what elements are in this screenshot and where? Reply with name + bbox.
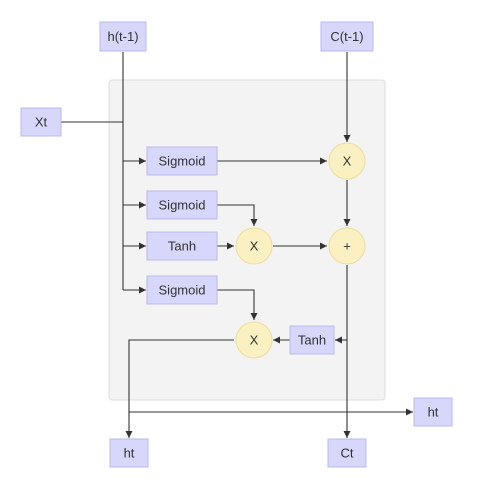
op-output-mul: X — [235, 321, 273, 359]
node-output-sigmoid: Sigmoid — [146, 275, 218, 305]
edge-outmul-ht — [125, 339, 234, 438]
op-forget-mul: X — [328, 142, 366, 180]
op-output-mul-label: X — [250, 333, 259, 348]
node-ht-bottom: ht — [109, 438, 149, 468]
op-add-label: + — [343, 239, 351, 254]
node-forget-sigmoid: Sigmoid — [146, 146, 218, 176]
edges — [61, 52, 413, 438]
node-ht-bottom-label: ht — [124, 446, 135, 461]
node-c-prev-label: C(t-1) — [330, 29, 363, 44]
node-forget-sigmoid-label: Sigmoid — [159, 154, 206, 169]
node-output-sigmoid-label: Sigmoid — [159, 283, 206, 298]
node-input-sigmoid-label: Sigmoid — [159, 198, 206, 213]
node-ht-right-label: ht — [428, 405, 439, 420]
node-cell-tanh-label: Tanh — [298, 333, 326, 348]
node-ct-bottom-label: Ct — [341, 446, 354, 461]
node-candidate-tanh: Tanh — [146, 231, 218, 261]
node-xt-label: Xt — [35, 115, 48, 130]
op-add: + — [328, 227, 366, 265]
node-xt: Xt — [20, 107, 62, 137]
op-forget-mul-label: X — [343, 154, 352, 169]
op-input-mul: X — [235, 227, 273, 265]
edge-input-mul — [217, 204, 258, 226]
node-ht-right: ht — [413, 397, 453, 427]
op-input-mul-label: X — [250, 239, 259, 254]
node-h-prev-label: h(t-1) — [107, 29, 138, 44]
edge-output-mul — [217, 289, 258, 320]
node-cell-tanh: Tanh — [289, 325, 335, 355]
node-ct-bottom: Ct — [327, 438, 367, 468]
node-input-sigmoid: Sigmoid — [146, 190, 218, 220]
node-c-prev: C(t-1) — [320, 21, 374, 52]
node-candidate-tanh-label: Tanh — [168, 239, 196, 254]
node-h-prev: h(t-1) — [99, 21, 147, 52]
